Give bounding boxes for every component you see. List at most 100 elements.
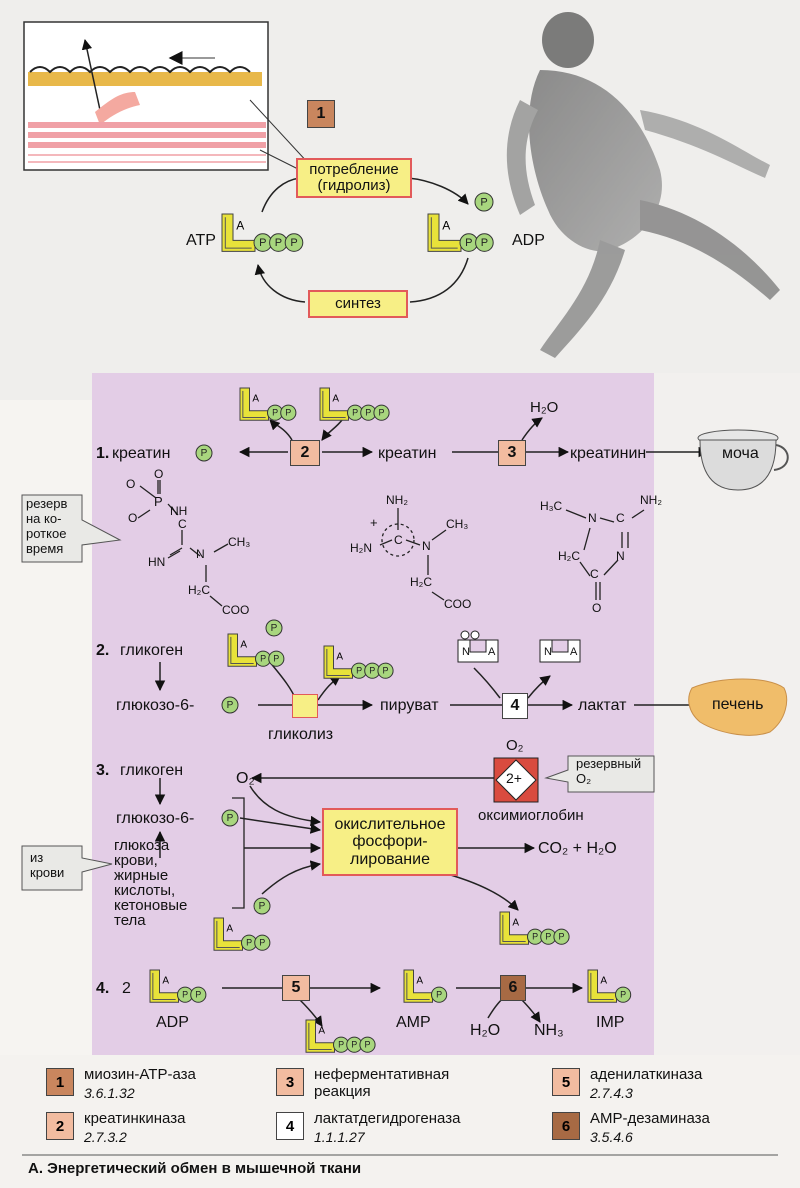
fe-label: 2+	[506, 770, 522, 786]
crn-atom-n2: N	[616, 549, 625, 563]
phosphate-letter: P	[436, 990, 442, 1000]
enzyme-4-box: 4	[502, 693, 528, 719]
adenine-letter: A	[416, 975, 423, 986]
cp-atom-c: C	[178, 517, 187, 531]
consumption-box: потребление (гидролиз)	[296, 158, 412, 198]
legend-num-4: 4	[276, 1112, 304, 1140]
myosin-filament	[28, 122, 266, 163]
liver-shape	[688, 678, 788, 736]
liver-label: печень	[712, 696, 764, 713]
r2-adp-phosphate-2: P	[268, 650, 285, 667]
row3-number: 3.	[96, 762, 110, 779]
cr-atom-nh2: NH₂	[386, 493, 408, 507]
enzyme-5-box: 5	[282, 975, 310, 1001]
legend-ec-1: 3.6.1.32	[84, 1085, 135, 1101]
r4-amp-label: AMP	[396, 1014, 431, 1031]
phosphate-letter: P	[382, 666, 388, 676]
r4-h2o: H₂O	[470, 1022, 501, 1039]
phosphate-letter: P	[260, 654, 266, 664]
creatinine-bonds	[565, 509, 645, 600]
cp-atom-coo: COO	[222, 603, 250, 617]
r3-atp-phosphate-3: P	[553, 928, 570, 945]
r2-nad-out	[527, 675, 551, 699]
r3-g6p-to-oxphos	[239, 817, 322, 834]
phosphate-letter: P	[365, 408, 371, 418]
cr-atom-c: C	[394, 533, 403, 547]
atp-molecule-phosphate-3: P	[284, 233, 304, 252]
urine-label: моча	[722, 445, 759, 462]
atp-label: ATP	[186, 232, 216, 249]
phosphate-letter: P	[195, 990, 201, 1000]
sources-text: глюкоза крови, жирные кислоты, кетоновые…	[114, 837, 188, 929]
r2-extra-phosphate: P	[265, 619, 283, 637]
phosphate-letter: P	[620, 990, 626, 1000]
inset-leader-line-2	[259, 149, 301, 171]
cr-atom-coo: COO	[444, 597, 472, 611]
crn-atom-h2c: H₂C	[558, 549, 580, 563]
adenine-letter: A	[332, 393, 339, 404]
inset-leader-line	[249, 99, 311, 166]
released-phosphate: P	[474, 192, 494, 212]
myosin-head	[95, 92, 140, 125]
r4-imp-phosphate-1: P	[615, 986, 632, 1003]
r1-adp-phosphate-2: P	[280, 404, 297, 421]
crn-atom-c: C	[616, 511, 625, 525]
r2-nadh-in	[473, 667, 501, 699]
r1-atp: A	[319, 387, 349, 421]
phosphate-letter: P	[182, 990, 188, 1000]
phosphate-letter: P	[271, 623, 278, 634]
cp-atom-o1: O	[126, 477, 136, 491]
r1-h2o: H₂O	[530, 399, 559, 416]
row2-number: 2.	[96, 642, 110, 659]
r4-atp-phosphate-3: P	[359, 1036, 376, 1053]
adenine-letter: A	[252, 393, 259, 404]
legend-name-2: креатинкиназа	[84, 1110, 186, 1127]
atp-molecule-phosphate-1: P	[253, 233, 273, 252]
phosphate-letter: P	[378, 408, 384, 418]
myosin-head-arrow	[81, 38, 101, 111]
phosphate-letter: P	[545, 932, 551, 942]
r3-atp-phosphate-2: P	[540, 928, 557, 945]
crn-atom-h3c: H₃C	[540, 499, 563, 513]
r1-adp-branch	[321, 419, 343, 441]
phosphate-letter: P	[259, 901, 266, 912]
phosphate-letter: P	[290, 237, 297, 249]
synthesis-box: синтез	[308, 290, 408, 318]
legend-num-6: 6	[552, 1112, 580, 1140]
r1-h2o-branch	[521, 417, 543, 441]
phosphate-letter: P	[338, 1040, 344, 1050]
r2-glycogen: гликоген	[120, 642, 184, 659]
r4-imp-label: IMP	[596, 1014, 625, 1031]
from-blood-callout	[21, 845, 113, 891]
r4-nh3: NH₃	[534, 1022, 564, 1039]
phosphate-letter: P	[227, 700, 234, 711]
cr-atom-n: N	[422, 539, 431, 553]
adp-label: ADP	[512, 232, 545, 249]
glycolysis-box: 4	[292, 694, 318, 718]
r3-o2: O₂	[236, 770, 255, 787]
cp-atom-n: N	[196, 547, 205, 561]
legend-name-6: AMP-дезаминаза	[590, 1110, 710, 1127]
figure-caption: А. Энергетический обмен в мышечной ткани	[28, 1160, 362, 1177]
r1-adp-phosphate-1: P	[267, 404, 284, 421]
cr-atom-h2c: H₂C	[410, 575, 432, 589]
crn-atom-nh2: NH₂	[640, 493, 662, 507]
adenine-letter: A	[600, 975, 607, 986]
nad-icon	[539, 639, 581, 663]
creatine-phosphate-p: P	[195, 444, 213, 462]
r3-g6p-phosphate: P	[221, 809, 239, 827]
lactate-label: лактат	[578, 697, 627, 714]
enzyme-6-box: 6	[500, 975, 526, 1001]
cp-atom-hn: HN	[148, 555, 166, 569]
phosphate-letter: P	[285, 408, 291, 418]
cycle-top-right-arc	[407, 177, 469, 205]
adp-molecule-phosphate-2: P	[475, 233, 494, 252]
r4-adp: A	[149, 969, 179, 1003]
legend-num-2: 2	[46, 1112, 74, 1140]
legend-ec-6: 3.5.4.6	[590, 1129, 633, 1145]
phosphate-letter: P	[351, 1040, 357, 1050]
phosphate-letter: P	[356, 666, 362, 676]
row1-number: 1.	[96, 445, 110, 462]
phosphate-letter: P	[275, 237, 282, 249]
